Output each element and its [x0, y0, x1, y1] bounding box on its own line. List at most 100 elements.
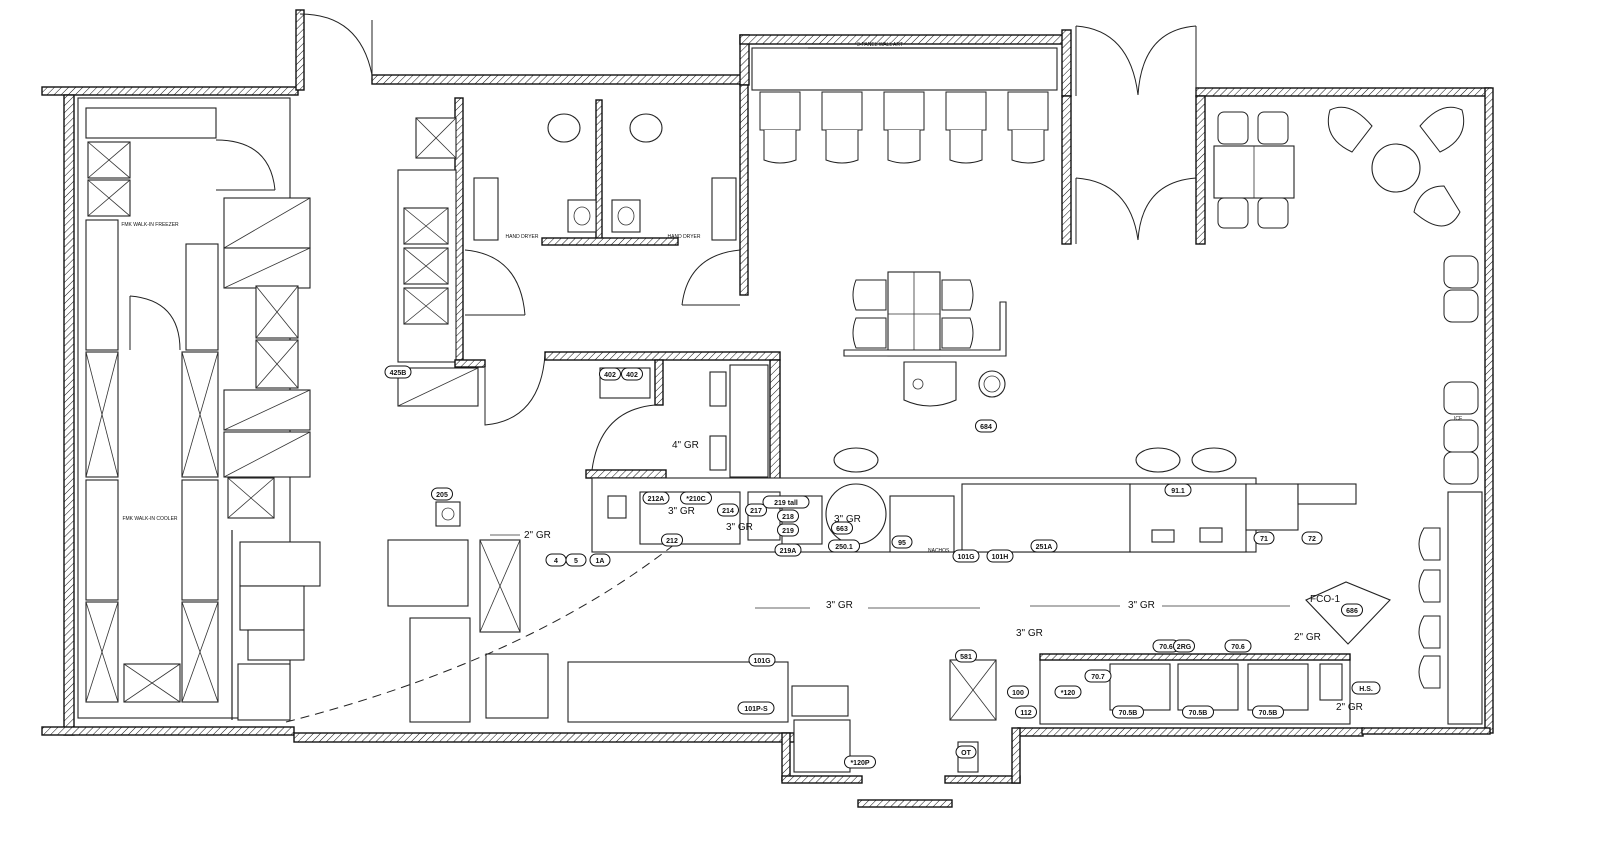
- svg-text:70.5B: 70.5B: [1259, 710, 1278, 717]
- equipment-tag: 581: [955, 649, 977, 663]
- svg-text:*120P: *120P: [850, 760, 869, 767]
- equipment-tag: 663: [831, 521, 853, 535]
- equipment-tag: 70.7: [1084, 669, 1112, 683]
- stool: [1418, 569, 1441, 603]
- svg-text:*210C: *210C: [686, 496, 705, 503]
- floor-guides: [285, 534, 1290, 723]
- equipment-tag: 5: [565, 553, 587, 567]
- hs-label: H.S.: [1359, 686, 1373, 693]
- svg-text:218: 218: [782, 514, 794, 521]
- svg-text:217: 217: [750, 508, 762, 515]
- corner-dining-area: [1213, 106, 1465, 229]
- svg-text:70.5B: 70.5B: [1189, 710, 1208, 717]
- svg-text:112: 112: [1020, 710, 1031, 717]
- dining-chair: [821, 91, 863, 131]
- back-kitchen-equipment: [387, 501, 1391, 773]
- dining-chair-seat: [949, 130, 983, 164]
- hand-sink-tag: H.S.: [1351, 681, 1381, 695]
- drain-label: 4" GR: [672, 440, 699, 451]
- dining-chair-seat: [763, 130, 797, 164]
- equipment-tag: 101G: [952, 549, 980, 563]
- equipment-tag: 70.5B: [1182, 705, 1214, 719]
- equipment-tag: 1A: [589, 553, 611, 567]
- dining-chair: [945, 91, 987, 131]
- svg-text:250.1: 250.1: [835, 544, 853, 551]
- wall-art-label: 3-PANEL WALL ART: [857, 42, 903, 48]
- drain-label: 3" GR: [1128, 600, 1155, 611]
- equipment-tag: 219A: [774, 543, 802, 557]
- walk-in-units: FMK WALK-IN FREEZER FMK WALK-IN COOLER: [77, 97, 321, 721]
- equipment-tag: 101H: [986, 549, 1014, 563]
- dining-chair: [1007, 91, 1049, 131]
- svg-text:101H: 101H: [992, 554, 1009, 561]
- dining-chair-seat: [825, 130, 859, 164]
- stool: [1418, 655, 1441, 689]
- svg-text:95: 95: [898, 540, 906, 547]
- svg-text:205: 205: [436, 492, 448, 499]
- restroom-block: HAND DRYER HAND DRYER: [397, 84, 749, 426]
- svg-text:70.7: 70.7: [1091, 674, 1105, 681]
- dining-chair: [1443, 381, 1479, 415]
- equipment-tag: 70.6: [1152, 639, 1180, 653]
- equipment-tag: 101G: [748, 653, 776, 667]
- equipment-tag: 219 tall: [762, 495, 810, 509]
- ice-label: ICE: [1454, 416, 1463, 422]
- svg-text:101G: 101G: [957, 554, 975, 561]
- stool: [1418, 527, 1441, 561]
- equipment-tag: 214: [717, 503, 739, 517]
- equipment-tag: 218: [777, 509, 799, 523]
- freezer-label: FMK WALK-IN FREEZER: [121, 222, 179, 228]
- dining-chair: [1443, 419, 1479, 453]
- banquette-seating-top: 3-PANEL WALL ART: [751, 42, 1058, 91]
- equipment-tag: 250.1: [828, 539, 860, 553]
- equipment-tag: 100: [1007, 685, 1029, 699]
- drain-label: 3" GR: [726, 522, 753, 533]
- dining-chair: [1443, 289, 1479, 323]
- svg-text:219: 219: [782, 528, 794, 535]
- svg-text:70.6: 70.6: [1159, 644, 1173, 651]
- drain-label: 3" GR: [668, 506, 695, 517]
- svg-text:212: 212: [666, 538, 678, 545]
- service-corridor: [544, 351, 781, 481]
- dining-chairs-top: [759, 91, 1049, 164]
- center-dining-table: [843, 271, 1007, 407]
- nachos-label: NACHOS: [928, 548, 950, 554]
- equipment-tag: 212: [661, 533, 683, 547]
- drain-label: 2" GR: [1336, 702, 1363, 713]
- dining-chair-seat: [1011, 130, 1045, 164]
- dining-chair: [1443, 255, 1479, 289]
- svg-text:OT: OT: [961, 750, 971, 757]
- equipment-tag: 91.1: [1164, 483, 1192, 497]
- dining-chairs-right: [1418, 255, 1483, 725]
- svg-text:100: 100: [1012, 690, 1024, 697]
- svg-text:425B: 425B: [390, 370, 407, 377]
- equipment-tag: 112: [1015, 705, 1037, 719]
- svg-text:214: 214: [722, 508, 734, 515]
- equipment-tag: 402: [621, 367, 643, 381]
- svg-text:219 tall: 219 tall: [774, 500, 798, 507]
- dining-chair: [883, 91, 925, 131]
- svg-text:101P-S: 101P-S: [744, 706, 768, 713]
- dining-chair: [759, 91, 801, 131]
- drain-label: 3" GR: [834, 514, 861, 525]
- equipment-tag: 70.5B: [1112, 705, 1144, 719]
- stool: [1418, 615, 1441, 649]
- counter-ledge: [1447, 491, 1483, 725]
- svg-text:251A: 251A: [1036, 544, 1053, 551]
- svg-text:219A: 219A: [780, 548, 797, 555]
- equipment-tag: 72: [1301, 531, 1323, 545]
- equipment-tag: 425B: [384, 365, 412, 379]
- svg-text:71: 71: [1260, 536, 1268, 543]
- equipment-tag: 70.6: [1224, 639, 1252, 653]
- equipment-tag: 4: [545, 553, 567, 567]
- fco-label: FCO-1: [1310, 594, 1340, 605]
- equipment-tag: 95: [891, 535, 913, 549]
- equipment-tag: 251A: [1030, 539, 1058, 553]
- svg-text:72: 72: [1308, 536, 1316, 543]
- svg-text:91.1: 91.1: [1171, 488, 1185, 495]
- equipment-tag: 2RG: [1173, 639, 1195, 653]
- equipment-tag: 70.5B: [1252, 705, 1284, 719]
- equipment-tag: *120: [1054, 685, 1082, 699]
